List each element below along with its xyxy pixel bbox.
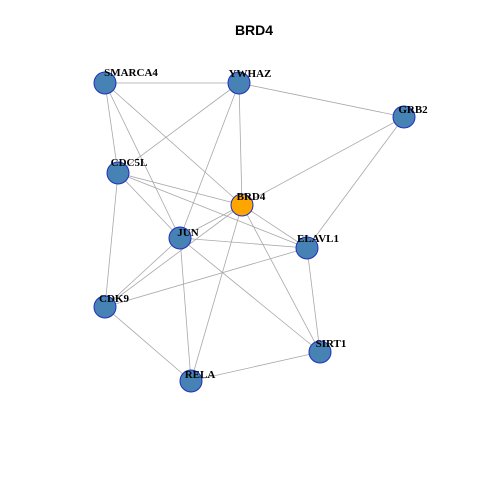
- node-sirt1: [308, 340, 332, 364]
- edge-jun-elavl1: [179, 237, 308, 249]
- node-label-cdc5l: CDC5L: [111, 157, 148, 169]
- node-label-smarca4: SMARCA4: [104, 67, 158, 79]
- node-label-cdk9: CDK9: [99, 293, 129, 305]
- node-label-sirt1: SIRT1: [316, 338, 347, 350]
- node-cdc5l: [106, 161, 130, 185]
- edge-layer: [104, 82, 405, 382]
- node-label-grb2: GRB2: [398, 104, 428, 116]
- edge-ywhaz-brd4: [238, 82, 243, 206]
- node-jun: [168, 226, 192, 250]
- edge-brd4-cdk9: [104, 204, 243, 308]
- edge-ywhaz-grb2: [238, 82, 405, 118]
- node-label-ywhaz: YWHAZ: [229, 68, 272, 80]
- edge-brd4-elavl1: [241, 204, 308, 249]
- edge-brd4-sirt1: [241, 204, 321, 353]
- node-label-elavl1: ELAVL1: [297, 233, 339, 245]
- edge-cdc5l-cdk9: [104, 172, 119, 308]
- edge-smarca4-jun: [104, 82, 181, 239]
- node-brd4: [230, 193, 254, 217]
- node-grb2: [392, 105, 416, 129]
- edge-jun-sirt1: [179, 237, 321, 353]
- edge-ywhaz-jun: [179, 82, 240, 239]
- edge-jun-rela: [179, 237, 192, 382]
- graph-title: BRD4: [235, 22, 273, 38]
- edge-cdk9-rela: [104, 306, 192, 382]
- edge-brd4-rela: [190, 204, 243, 382]
- edge-cdc5l-elavl1: [117, 172, 308, 249]
- edge-jun-cdk9: [104, 237, 181, 308]
- node-rela: [179, 369, 203, 393]
- edge-cdc5l-jun: [117, 172, 181, 239]
- edge-grb2-elavl1: [306, 116, 405, 249]
- node-smarca4: [93, 71, 117, 95]
- edge-ywhaz-cdc5l: [117, 82, 240, 174]
- node-ywhaz: [227, 71, 251, 95]
- edge-brd4-jun: [179, 204, 243, 239]
- edge-rela-sirt1: [190, 351, 321, 382]
- edge-smarca4-cdc5l: [104, 82, 119, 174]
- node-label-brd4: BRD4: [237, 191, 266, 203]
- edge-elavl1-sirt1: [306, 247, 321, 353]
- edge-smarca4-brd4: [104, 82, 243, 206]
- node-cdk9: [93, 295, 117, 319]
- node-layer: [93, 71, 416, 393]
- edge-elavl1-cdk9: [104, 247, 308, 308]
- node-label-rela: RELA: [185, 369, 216, 381]
- node-label-jun: JUN: [177, 227, 198, 239]
- edge-grb2-brd4: [241, 116, 405, 206]
- edge-cdc5l-brd4: [117, 172, 243, 206]
- node-elavl1: [295, 236, 319, 260]
